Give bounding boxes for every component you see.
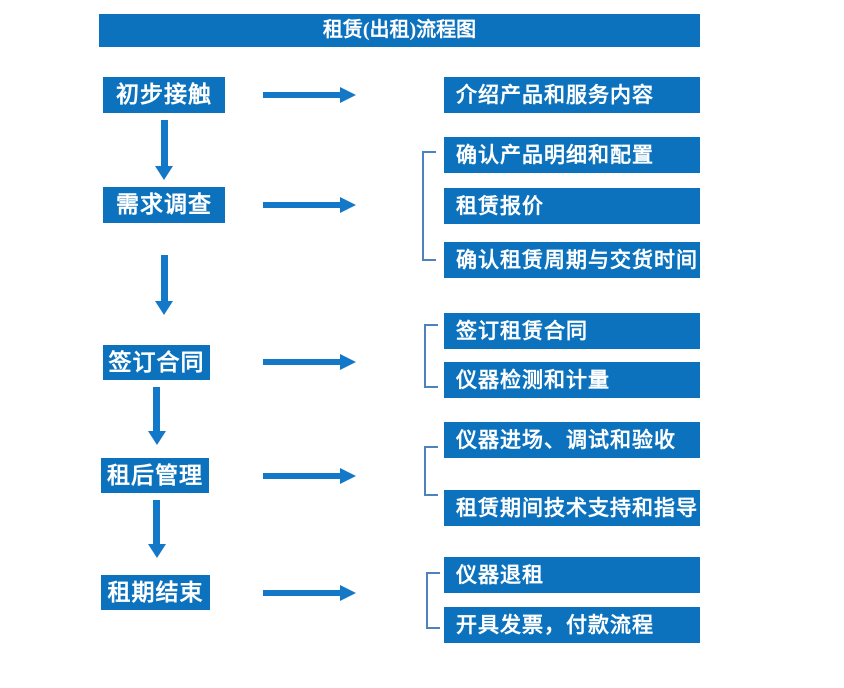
detail-box-invoice-payment-process: 开具发票，付款流程 <box>444 607 700 643</box>
detail-box-instrument-return: 仪器退租 <box>444 557 700 593</box>
detail-box-rental-quotation: 租赁报价 <box>444 188 700 224</box>
detail-box-technical-support-guidance: 租赁期间技术支持和指导 <box>444 490 700 526</box>
detail-box-sign-rental-contract: 签订租赁合同 <box>444 313 700 349</box>
group-bracket-icon <box>424 324 438 388</box>
detail-box-confirm-rental-period-delivery: 确认租赁周期与交货时间 <box>444 242 700 278</box>
group-bracket-icon <box>426 572 440 629</box>
detail-box-confirm-product-spec-config: 确认产品明细和配置 <box>444 137 700 173</box>
detail-box-instrument-arrival-debug-acceptance: 仪器进场、调试和验收 <box>444 422 700 458</box>
step-box-needs-survey: 需求调查 <box>103 187 225 223</box>
step-box-post-rental-management: 租后管理 <box>101 458 209 493</box>
step-box-initial-contact: 初步接触 <box>103 77 225 113</box>
detail-box-instrument-inspection-metering: 仪器检测和计量 <box>444 362 700 398</box>
step-box-sign-contract: 签订合同 <box>103 345 210 380</box>
group-bracket-icon <box>424 446 438 496</box>
page-title: 租赁(出租)流程图 <box>99 14 700 47</box>
detail-box-introduce-products-services: 介绍产品和服务内容 <box>444 77 700 113</box>
group-bracket-icon <box>422 151 436 261</box>
step-box-rental-end: 租期结束 <box>101 575 210 610</box>
